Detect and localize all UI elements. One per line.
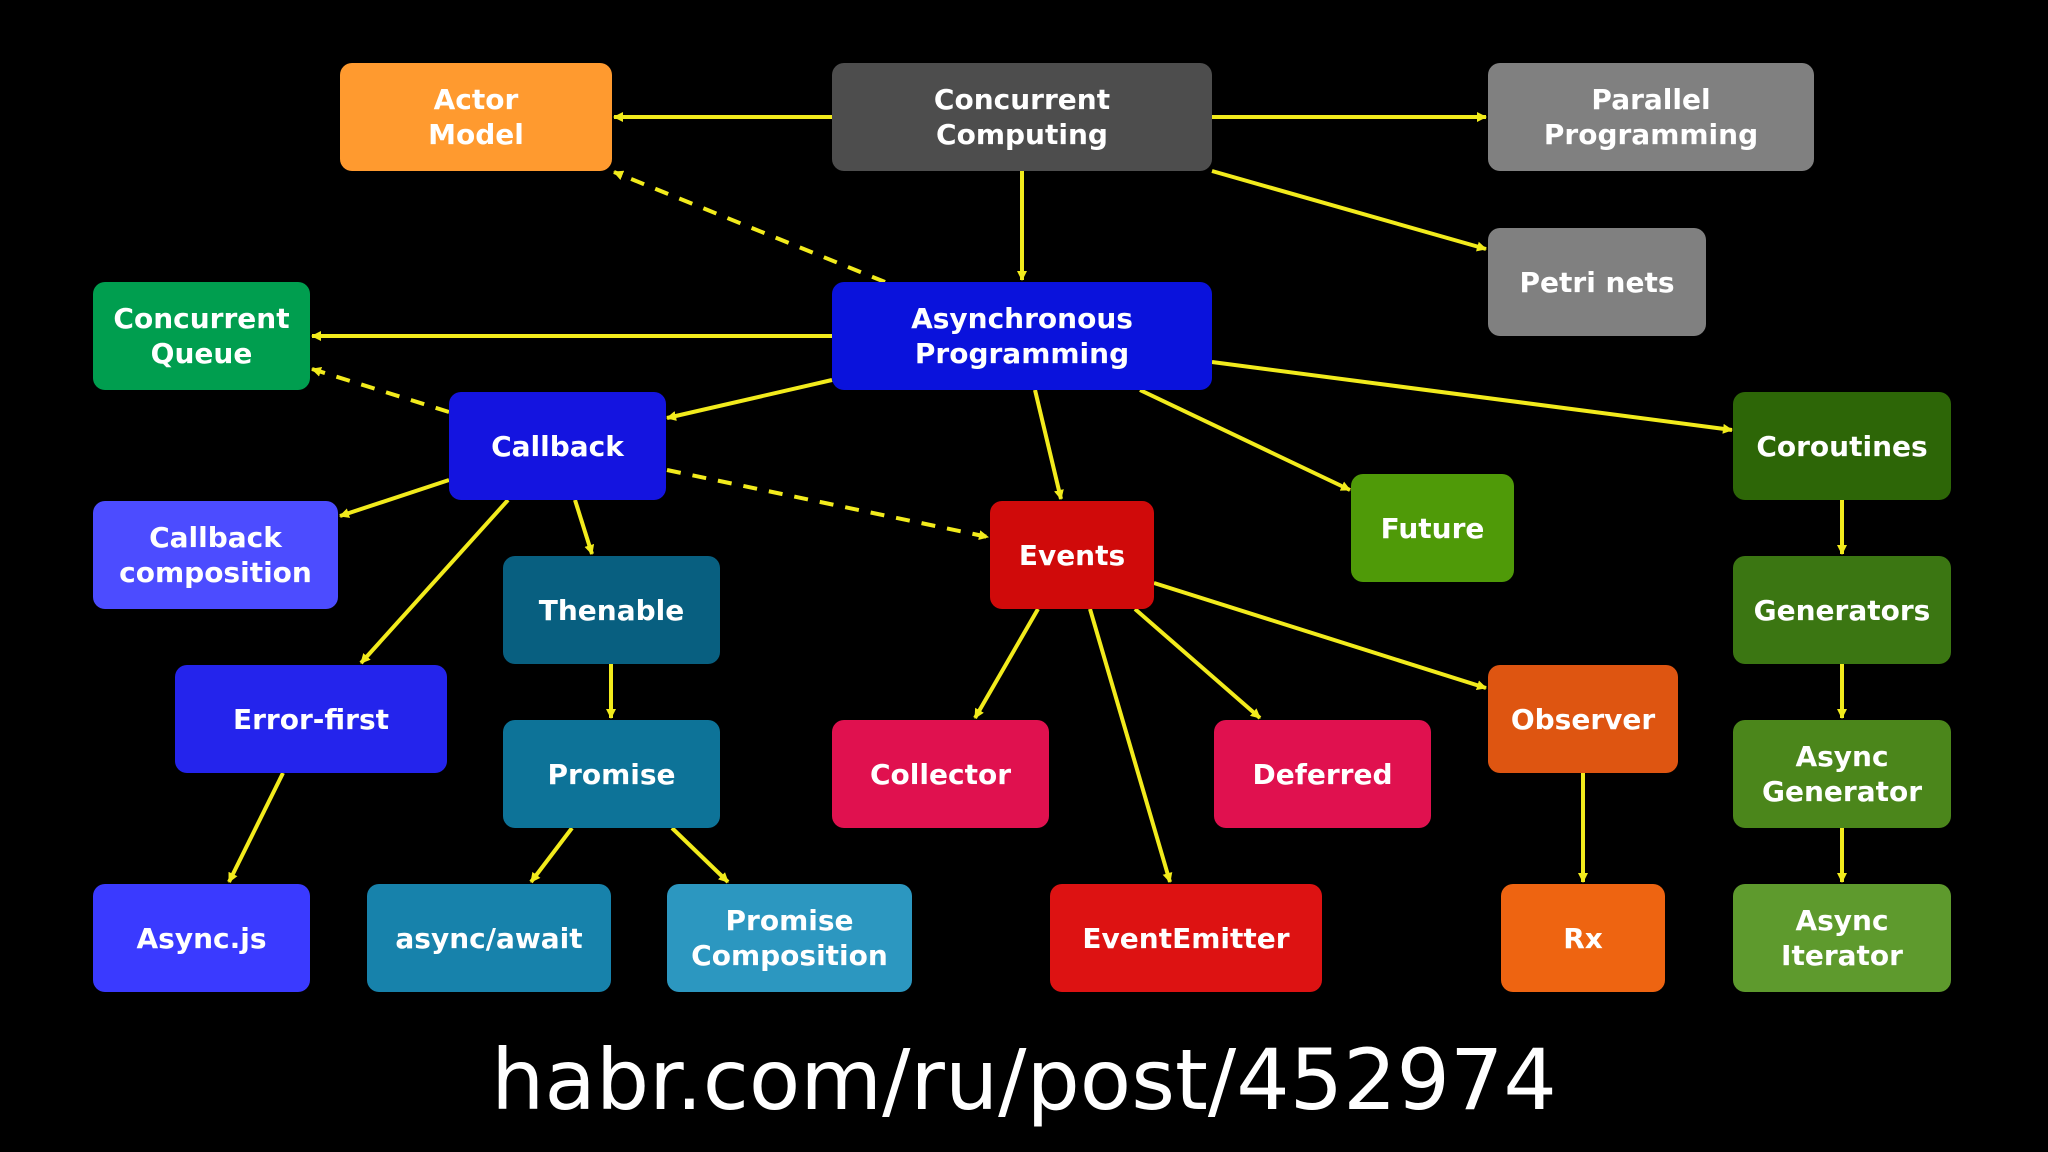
node-generators: Generators bbox=[1733, 556, 1951, 664]
footer-url: habr.com/ru/post/452974 bbox=[491, 1031, 1557, 1129]
edge-callback-to-events bbox=[666, 468, 989, 541]
node-callback-composition: Callback composition bbox=[93, 501, 338, 609]
edge-promise-to-promise-composition bbox=[670, 826, 730, 884]
edge-callback-to-callback-composition bbox=[339, 478, 450, 518]
edge-concurrent-computing-to-petri-nets bbox=[1211, 169, 1487, 252]
node-concurrent-queue: Concurrent Queue bbox=[93, 282, 310, 390]
edge-asynchronous-programming-to-coroutines bbox=[1211, 360, 1733, 434]
node-parallel-programming: Parallel Programming bbox=[1488, 63, 1814, 171]
edge-events-to-observer bbox=[1153, 581, 1487, 691]
node-thenable: Thenable bbox=[503, 556, 720, 664]
node-error-first: Error-first bbox=[175, 665, 447, 773]
node-coroutines: Coroutines bbox=[1733, 392, 1951, 500]
node-future: Future bbox=[1351, 474, 1514, 582]
node-deferred: Deferred bbox=[1214, 720, 1431, 828]
node-actor-model: Actor Model bbox=[340, 63, 612, 171]
edge-events-to-collector bbox=[973, 607, 1040, 720]
node-asynchronous-programming: Asynchronous Programming bbox=[832, 282, 1212, 390]
edge-events-to-deferred bbox=[1133, 607, 1262, 720]
node-promise-composition: Promise Composition bbox=[667, 884, 912, 992]
node-collector: Collector bbox=[832, 720, 1049, 828]
node-events: Events bbox=[990, 501, 1154, 609]
edge-asynchronous-programming-to-future bbox=[1139, 388, 1351, 492]
edge-callback-to-error-first bbox=[359, 498, 510, 665]
node-callback: Callback bbox=[449, 392, 666, 500]
edge-callback-to-thenable bbox=[573, 499, 595, 555]
node-async-await: async/await bbox=[367, 884, 611, 992]
edge-promise-to-async-await bbox=[529, 826, 574, 884]
node-async-js: Async.js bbox=[93, 884, 310, 992]
edge-callback-to-concurrent-queue bbox=[311, 366, 450, 414]
node-petri-nets: Petri nets bbox=[1488, 228, 1706, 336]
edge-asynchronous-programming-to-actor-model bbox=[613, 170, 886, 284]
node-event-emitter: EventEmitter bbox=[1050, 884, 1322, 992]
node-async-iterator: Async Iterator bbox=[1733, 884, 1951, 992]
edge-asynchronous-programming-to-events bbox=[1033, 389, 1064, 500]
edge-asynchronous-programming-to-callback bbox=[666, 378, 833, 421]
edge-error-first-to-async-js bbox=[227, 772, 285, 883]
node-async-generator: Async Generator bbox=[1733, 720, 1951, 828]
node-promise: Promise bbox=[503, 720, 720, 828]
edge-events-to-event-emitter bbox=[1088, 608, 1173, 883]
node-concurrent-computing: Concurrent Computing bbox=[832, 63, 1212, 171]
node-observer: Observer bbox=[1488, 665, 1678, 773]
node-rx: Rx bbox=[1501, 884, 1665, 992]
